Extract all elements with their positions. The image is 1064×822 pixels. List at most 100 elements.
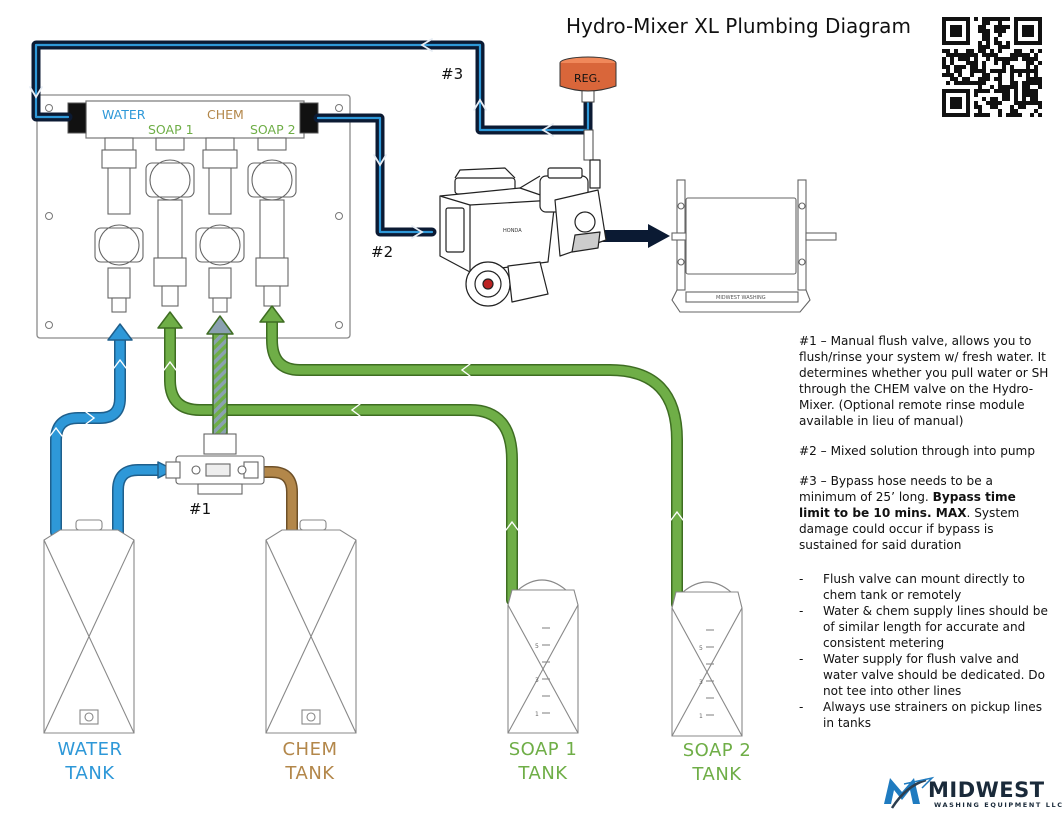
qr-module — [962, 65, 966, 69]
qr-module — [1014, 109, 1018, 113]
chem-flush-output-line — [212, 331, 228, 437]
qr-module — [1034, 81, 1038, 85]
qr-module — [990, 17, 994, 21]
qr-module — [998, 85, 1002, 89]
qr-module — [974, 57, 978, 61]
valve-stack-soap2 — [247, 137, 297, 307]
qr-module — [966, 53, 970, 57]
qr-module — [986, 77, 990, 81]
qr-module — [1030, 61, 1034, 65]
qr-module — [1002, 93, 1006, 97]
qr-module — [998, 109, 1002, 113]
qr-module — [950, 61, 954, 65]
qr-module — [1022, 81, 1026, 85]
qr-module — [1030, 97, 1034, 101]
qr-module — [1034, 65, 1038, 69]
qr-module — [978, 49, 982, 53]
qr-module — [1006, 41, 1010, 45]
qr-module — [954, 49, 958, 53]
qr-module — [1026, 73, 1030, 77]
note-bullet-text: Water supply for flush valve and water v… — [823, 652, 1046, 698]
qr-module — [966, 57, 970, 61]
qr-module — [946, 81, 950, 85]
qr-module — [942, 57, 946, 61]
soap2-tank-label-line1: SOAP 2 — [682, 740, 752, 761]
qr-module — [982, 29, 986, 33]
qr-module — [1010, 65, 1014, 69]
soap1-tank-label-line1: SOAP 1 — [508, 739, 578, 760]
chem-tank-label: CHEM TANK — [260, 738, 360, 786]
qr-module — [1034, 101, 1038, 105]
qr-module — [1038, 49, 1042, 53]
soap2-tank-label: SOAP 2 TANK — [662, 739, 772, 787]
qr-module — [1038, 85, 1042, 89]
qr-module — [1026, 65, 1030, 69]
qr-module — [1014, 49, 1018, 53]
qr-module — [1002, 61, 1006, 65]
qr-module — [966, 81, 970, 85]
soap2-supply-line — [266, 314, 683, 610]
qr-module — [998, 33, 1002, 37]
qr-module — [1022, 89, 1026, 93]
qr-module — [986, 101, 990, 105]
callout-3: #3 — [441, 65, 463, 83]
qr-module — [978, 109, 982, 113]
qr-module — [982, 73, 986, 77]
qr-module — [1030, 93, 1034, 97]
qr-module — [978, 105, 982, 109]
note-2: #2 – Mixed solution through into pump — [799, 444, 1036, 458]
qr-module — [950, 73, 954, 77]
valve-stack-soap1 — [145, 137, 195, 307]
qr-module — [990, 49, 994, 53]
qr-module — [990, 53, 994, 57]
qr-module — [994, 41, 998, 45]
pump-badge: HONDA — [503, 228, 522, 234]
qr-module — [1006, 89, 1010, 93]
logo-subtitle: WASHING EQUIPMENT LLC — [934, 801, 1064, 809]
qr-module — [994, 101, 998, 105]
qr-module — [982, 53, 986, 57]
qr-module — [1018, 73, 1022, 77]
qr-module — [1034, 53, 1038, 57]
qr-module — [1010, 85, 1014, 89]
qr-module — [1010, 81, 1014, 85]
qr-module — [1014, 113, 1018, 117]
qr-code — [940, 15, 1046, 121]
soap1-mark-1: 1 — [535, 711, 539, 718]
qr-module — [954, 77, 958, 81]
qr-module — [978, 41, 982, 45]
qr-module — [946, 69, 950, 73]
manifold-label-chem: CHEM — [207, 107, 244, 122]
qr-finder — [1022, 25, 1034, 37]
qr-module — [1006, 61, 1010, 65]
flush-valve[interactable] — [165, 433, 265, 495]
qr-module — [978, 113, 982, 117]
callout-1: #1 — [189, 500, 211, 518]
qr-module — [982, 77, 986, 81]
qr-module — [970, 73, 974, 77]
engine-pump — [439, 159, 607, 307]
qr-module — [1026, 53, 1030, 57]
note-bullet: -Always use strainers on pickup lines in… — [799, 699, 1049, 731]
qr-module — [1014, 93, 1018, 97]
qr-module — [974, 93, 978, 97]
hose-reel — [671, 179, 837, 313]
qr-module — [974, 113, 978, 117]
qr-module — [1014, 53, 1018, 57]
valve-stack-chem — [195, 137, 245, 313]
qr-module — [998, 69, 1002, 73]
qr-module — [990, 69, 994, 73]
manifold-label-soap1: SOAP 1 — [148, 122, 194, 137]
qr-module — [994, 29, 998, 33]
qr-module — [1038, 113, 1042, 117]
qr-module — [974, 53, 978, 57]
qr-module — [998, 81, 1002, 85]
qr-module — [990, 97, 994, 101]
soap2-mark-5: 5 — [699, 645, 703, 652]
qr-module — [1026, 77, 1030, 81]
qr-module — [950, 53, 954, 57]
soap1-mark-3: 3 — [535, 677, 539, 684]
qr-module — [978, 69, 982, 73]
qr-module — [1002, 69, 1006, 73]
